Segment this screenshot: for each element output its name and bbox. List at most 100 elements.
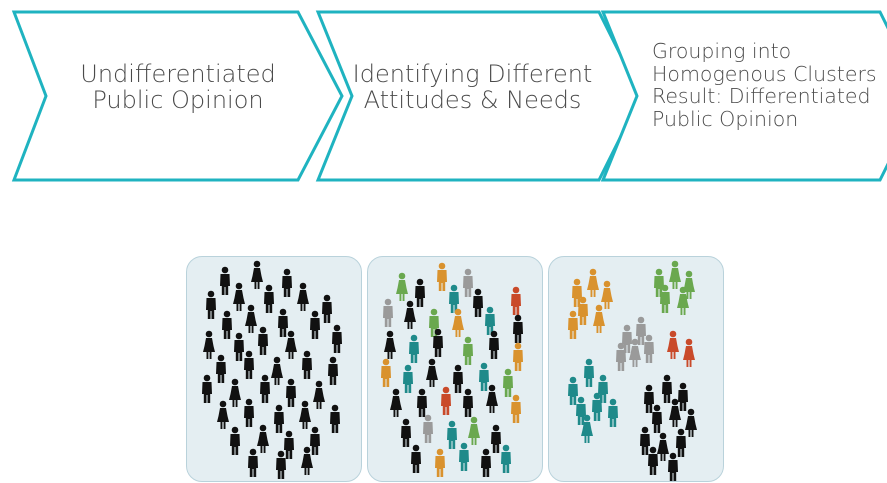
person-icon xyxy=(503,368,513,397)
person-icon xyxy=(332,324,342,353)
person-icon xyxy=(313,380,325,409)
person-icon xyxy=(244,350,254,379)
person-icon xyxy=(660,284,670,313)
person-icon xyxy=(468,416,480,445)
person-icon xyxy=(629,338,641,367)
person-icon xyxy=(230,426,240,455)
person-icon xyxy=(284,430,294,459)
person-icon xyxy=(415,278,425,307)
person-icon xyxy=(426,358,438,387)
step-1-line-2: Public Opinion xyxy=(92,85,264,114)
person-icon xyxy=(220,266,230,295)
person-icon xyxy=(608,398,618,427)
step-3-line-4: Public Opinion xyxy=(652,106,799,131)
chevron-step-3 xyxy=(600,10,887,182)
person-icon xyxy=(678,382,688,411)
person-icon xyxy=(423,414,433,443)
person-icon xyxy=(310,310,320,339)
person-icon xyxy=(616,342,626,371)
person-icon xyxy=(459,442,469,471)
person-icon xyxy=(481,448,491,477)
step-1-line-1: Undifferentiated xyxy=(80,60,276,88)
person-icon xyxy=(276,450,286,479)
person-icon xyxy=(584,358,594,387)
panel-diverse-crowd xyxy=(367,256,543,482)
person-icon xyxy=(310,426,320,455)
person-icon xyxy=(669,398,681,427)
person-icon xyxy=(683,270,695,299)
person-icon xyxy=(403,364,413,393)
person-icon xyxy=(447,420,457,449)
crowd-clustered xyxy=(568,260,697,481)
person-icon xyxy=(568,376,578,405)
panel-clustered-crowd xyxy=(548,256,724,482)
person-icon xyxy=(463,388,473,417)
person-icon xyxy=(593,304,605,333)
step-3-label: Grouping into Homogenous Clusters Result… xyxy=(652,40,887,130)
person-icon xyxy=(489,330,499,359)
person-icon xyxy=(513,342,523,371)
person-icon xyxy=(233,282,245,311)
person-icon xyxy=(592,392,602,421)
person-icon xyxy=(330,404,340,433)
person-icon xyxy=(222,310,232,339)
person-icon xyxy=(644,384,654,413)
person-icon xyxy=(511,394,521,423)
person-icon xyxy=(463,268,473,297)
step-1-label: Undifferentiated Public Opinion xyxy=(58,60,298,114)
person-icon xyxy=(302,350,312,379)
person-icon xyxy=(299,400,311,429)
person-icon xyxy=(390,388,402,417)
person-icon xyxy=(441,386,451,415)
person-icon xyxy=(437,262,447,291)
person-icon xyxy=(271,356,283,385)
person-icon xyxy=(654,268,664,297)
person-icon xyxy=(245,304,257,333)
person-icon xyxy=(251,260,263,289)
person-icon xyxy=(274,404,284,433)
crowd-diverse xyxy=(381,262,523,477)
person-icon xyxy=(203,330,215,359)
person-icon xyxy=(491,424,501,453)
person-icon xyxy=(640,426,650,455)
person-icon xyxy=(383,298,393,327)
person-icon xyxy=(657,432,669,461)
person-icon xyxy=(485,306,495,335)
step-2-line-2: Attitudes & Needs xyxy=(363,85,582,114)
person-icon xyxy=(297,282,309,311)
person-icon xyxy=(598,374,608,403)
person-icon xyxy=(669,260,681,289)
person-icon xyxy=(449,284,459,313)
person-icon xyxy=(435,448,445,477)
person-icon xyxy=(463,336,473,365)
person-icon xyxy=(572,278,582,307)
person-icon xyxy=(479,362,489,391)
person-icon xyxy=(453,364,463,393)
person-icon xyxy=(513,314,523,343)
person-icon xyxy=(206,290,216,319)
step-2-line-1: Identifying Different xyxy=(352,60,593,88)
person-icon xyxy=(452,308,464,337)
person-icon xyxy=(404,300,416,329)
person-icon xyxy=(285,330,297,359)
person-icon xyxy=(217,400,229,429)
person-icon xyxy=(401,418,411,447)
person-icon xyxy=(381,358,391,387)
person-icon xyxy=(685,408,697,437)
person-icon xyxy=(486,384,498,413)
person-icon xyxy=(578,296,588,325)
step-2-label: Identifying Different Attitudes & Needs xyxy=(345,60,600,114)
step-3-line-1: Grouping into xyxy=(652,39,792,63)
panel-undifferentiated-crowd xyxy=(186,256,362,482)
person-icon xyxy=(260,374,270,403)
chevron-step-2 xyxy=(315,10,643,182)
person-icon xyxy=(409,334,419,363)
person-icon xyxy=(473,288,483,317)
person-icon xyxy=(384,330,396,359)
person-icon xyxy=(652,404,662,433)
person-icon xyxy=(683,338,695,367)
step-3-line-2: Homogenous Clusters xyxy=(652,61,877,86)
person-icon xyxy=(258,326,268,355)
person-icon xyxy=(581,414,593,443)
person-icon xyxy=(411,444,421,473)
